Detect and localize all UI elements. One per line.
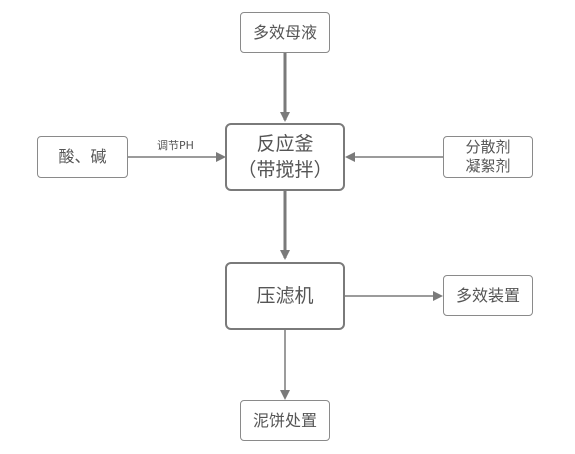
node-flocculant-label: 凝絮剂 [465,157,511,175]
node-dispersant-label: 分散剂 [465,138,511,156]
node-filter-press: 压滤机 [225,262,345,330]
node-reactor: 反应釜 （带搅拌） [225,123,345,191]
node-multi-effect-label: 多效装置 [455,285,520,305]
node-dispersant: 分散剂 凝絮剂 [443,136,533,178]
node-multi-effect: 多效装置 [443,275,533,316]
node-mother-liquor: 多效母液 [240,12,330,53]
node-cake-disposal: 泥饼处置 [240,400,330,441]
node-cake-disposal-label: 泥饼处置 [252,410,317,430]
node-filter-press-label: 压滤机 [256,285,314,307]
edge-label-adjust-ph: 调节PH [157,139,194,152]
node-reactor-sublabel: （带搅拌） [237,159,333,181]
node-acid-base: 酸、碱 [37,136,128,178]
node-reactor-label: 反应釜 [256,133,314,155]
node-mother-liquor-label: 多效母液 [252,22,317,42]
node-acid-base-label: 酸、碱 [58,147,107,166]
